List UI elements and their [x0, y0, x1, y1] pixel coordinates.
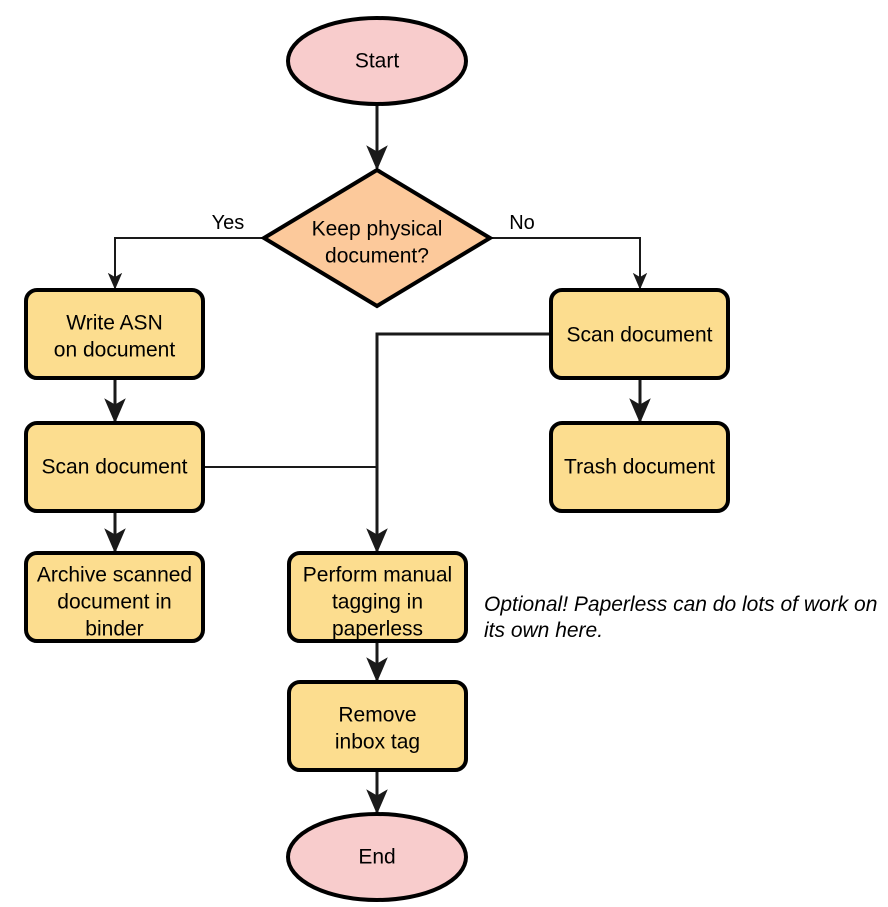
node-trash-document[interactable]: Trash document	[549, 421, 730, 513]
remove-inbox-tag-label-line-1: Remove	[338, 704, 416, 727]
manual-tagging-label-line-2: tagging in	[332, 591, 423, 614]
node-scan-document-right[interactable]: Scan document	[549, 288, 730, 380]
manual-tagging-label-line-1: Perform manual	[303, 564, 452, 587]
write-asn-label-line-2: on document	[54, 339, 176, 362]
start-label: Start	[355, 50, 400, 73]
edge-label-yes: Yes	[212, 212, 245, 234]
node-scan-document-left[interactable]: Scan document	[24, 421, 205, 513]
archive-binder-rect-shape	[24, 551, 205, 643]
remove-inbox-tag-rect-shape	[287, 680, 468, 772]
write-asn-label-line-1: Write ASN	[66, 312, 162, 335]
edge-label-no: No	[509, 212, 535, 234]
annotation-optional-note: Optional! Paperless can do lots of work …	[484, 593, 877, 642]
decision-label-line-1: Keep physical	[312, 218, 443, 241]
edge-decision-yes-to-write-asn	[107, 237, 264, 290]
optional-note-line-1: Optional! Paperless can do lots of work …	[484, 593, 877, 616]
edges-layer	[104, 104, 651, 815]
remove-inbox-tag-label-line-2: inbox tag	[335, 731, 420, 754]
optional-note-line-2: its own here.	[484, 619, 603, 642]
node-perform-manual-tagging[interactable]: Perform manual tagging in paperless	[287, 551, 468, 643]
start-ellipse-shape	[286, 16, 468, 106]
node-start[interactable]: Start	[286, 16, 468, 106]
node-keep-physical-document[interactable]: Keep physical document?	[260, 167, 494, 309]
edge-scan-right-to-manual-tagging	[366, 332, 551, 554]
scan-document-right-rect-shape	[549, 288, 730, 380]
manual-tagging-label-line-3: paperless	[332, 618, 423, 641]
node-remove-inbox-tag[interactable]: Remove inbox tag	[287, 680, 468, 772]
decision-diamond-shape	[260, 167, 494, 309]
manual-tagging-rect-shape	[287, 551, 468, 643]
archive-binder-label-line-3: binder	[85, 618, 143, 641]
decision-label-line-2: document?	[325, 245, 429, 268]
end-ellipse-shape	[286, 812, 468, 902]
node-archive-scanned-document-in-binder[interactable]: Archive scanned document in binder	[24, 551, 205, 643]
write-asn-rect-shape	[24, 288, 205, 380]
scan-document-right-label: Scan document	[567, 324, 713, 347]
archive-binder-label-line-1: Archive scanned	[37, 564, 192, 587]
trash-document-rect-shape	[549, 421, 730, 513]
archive-binder-label-line-2: document in	[57, 591, 171, 614]
node-end[interactable]: End	[286, 812, 468, 902]
edge-labels-layer: Yes No	[212, 212, 535, 234]
trash-document-label: Trash document	[564, 456, 715, 479]
scan-document-left-rect-shape	[24, 421, 205, 513]
node-write-asn-on-document[interactable]: Write ASN on document	[24, 288, 205, 380]
edge-decision-no-to-scan-right	[490, 237, 648, 290]
scan-document-left-label: Scan document	[42, 456, 188, 479]
end-label: End	[358, 846, 395, 869]
